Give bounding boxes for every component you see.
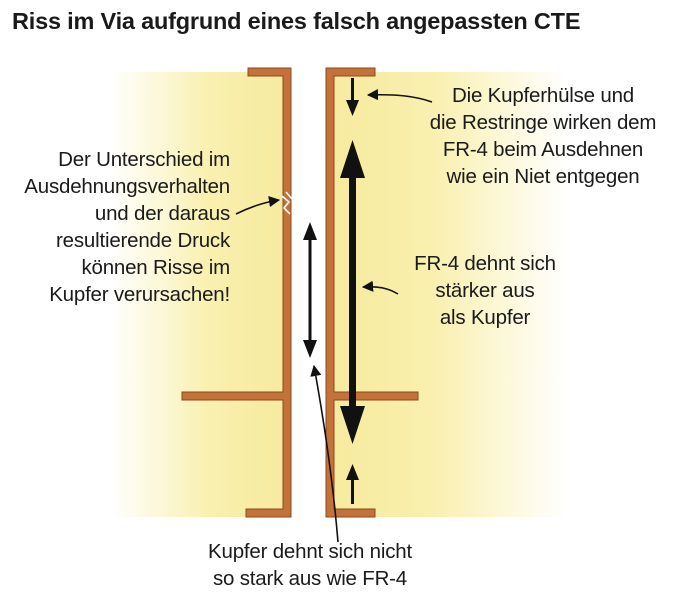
copper-expansion-arrow <box>303 222 317 358</box>
rivet-label: Die Kupferhülse und die Restringe wirken… <box>429 84 657 188</box>
leader-expand <box>361 280 399 295</box>
copper-label: Kupfer dehnt sich nicht so stark aus wie… <box>208 540 412 590</box>
fr4-expansion-arrow <box>340 140 365 444</box>
fr4-left <box>110 72 290 517</box>
copper-right <box>325 67 419 518</box>
leader-copper <box>310 364 339 543</box>
copper-left <box>181 67 292 518</box>
crack-mark <box>281 191 293 215</box>
leader-rivet <box>366 89 433 103</box>
page-title: Riss im Via aufgrund eines falsch angepa… <box>12 8 581 34</box>
expand-label: FR-4 dehnt sich stärker aus als Kupfer <box>414 252 556 329</box>
leader-crack <box>235 195 281 215</box>
crack-label: Der Unterschied im Ausdehnungsverhalten … <box>24 148 230 306</box>
rivet-arrows <box>346 78 359 504</box>
leader-lines <box>235 89 433 543</box>
fr4-right <box>328 72 568 517</box>
